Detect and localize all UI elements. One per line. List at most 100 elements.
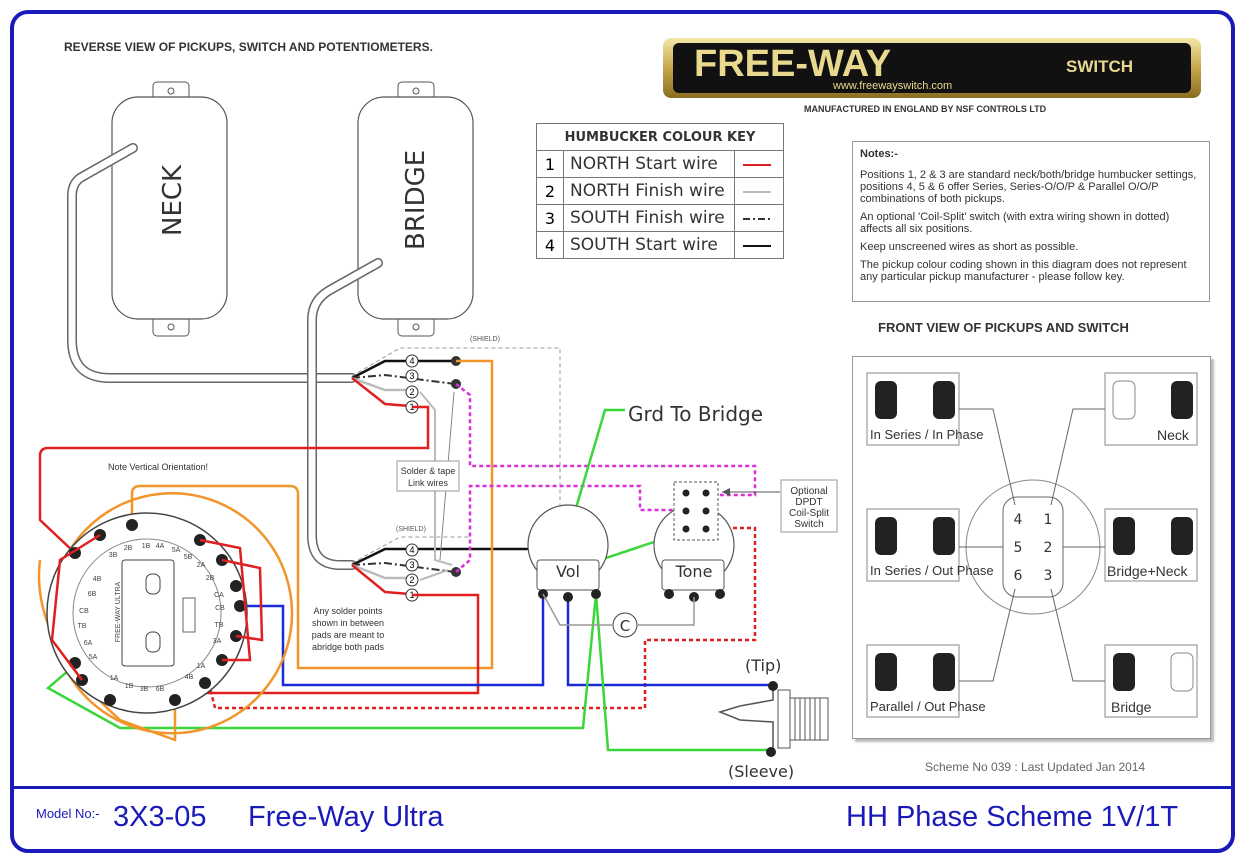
pad-label: TB: [78, 623, 87, 630]
position-label: 4: [1014, 512, 1023, 528]
pad-label: 2A: [197, 562, 206, 569]
optional-label: DPDT: [795, 497, 822, 508]
logo-switch: SWITCH: [1066, 57, 1133, 76]
position-label: 3: [1044, 568, 1053, 584]
solder-note: pads are meant to: [312, 630, 385, 640]
sleeve-label: (Sleeve): [728, 762, 794, 781]
pad-label: 5B: [184, 554, 193, 561]
reverse-view-title: REVERSE VIEW OF PICKUPS, SWITCH AND POTE…: [64, 40, 433, 54]
wire-num: 4: [409, 545, 414, 555]
front-box-label: In Series / Out Phase: [870, 563, 994, 578]
pad-label: 1B: [142, 543, 151, 550]
manufacturer-line: MANUFACTURED IN ENGLAND BY NSF CONTROLS …: [804, 104, 1047, 114]
pad-label: 1A: [197, 663, 206, 670]
key-num: 1: [536, 150, 564, 178]
bridge-label: BRIDGE: [401, 150, 431, 250]
pad-label: 3B: [140, 686, 149, 693]
key-label: SOUTH Finish wire: [563, 204, 735, 232]
colour-key-table: HUMBUCKER COLOUR KEY 1 NORTH Start wire …: [536, 123, 784, 259]
solder-tape-2: Link wires: [408, 478, 449, 488]
freeway-logo: FREE-WAY SWITCH www.freewayswitch.com: [663, 38, 1201, 98]
model-number: 3X3-05: [113, 801, 207, 833]
logo-main: FREE-WAY: [694, 43, 891, 85]
colour-key-title: HUMBUCKER COLOUR KEY: [536, 123, 784, 151]
colour-key-row: 4 SOUTH Start wire: [536, 231, 784, 259]
optional-label: Coil-Split: [789, 508, 829, 519]
pad-label: CB: [79, 608, 89, 615]
front-box-label: Bridge+Neck: [1107, 563, 1188, 579]
key-num: 3: [536, 204, 564, 232]
neck-pickup: NECK: [111, 81, 228, 337]
pad-label: 1B: [125, 683, 134, 690]
colour-key-row: 3 SOUTH Finish wire: [536, 204, 784, 232]
output-jack: (Tip) (Sleeve): [717, 656, 829, 781]
note-item: Keep unscreened wires as short as possib…: [860, 241, 1079, 253]
vol-label: Vol: [556, 562, 580, 581]
solder-note: abridge both pads: [312, 642, 385, 652]
pad-label: 3B: [109, 552, 118, 559]
colour-key-row: 2 NORTH Finish wire: [536, 177, 784, 205]
front-view-title: FRONT VIEW OF PICKUPS AND SWITCH: [878, 320, 1129, 335]
key-label: NORTH Start wire: [563, 150, 735, 178]
solder-note: shown in between: [312, 618, 384, 628]
key-label: NORTH Finish wire: [563, 177, 735, 205]
pad-label: 4B: [185, 674, 194, 681]
neck-label: NECK: [158, 164, 188, 236]
notes-box: Notes:- Positions 1, 2 & 3 are standard …: [852, 141, 1210, 302]
tone-label: Tone: [675, 562, 713, 581]
wire-num: 2: [409, 575, 414, 585]
pad-label: TB: [215, 622, 224, 629]
pad-label: 6A: [84, 640, 93, 647]
tip-label: (Tip): [745, 656, 781, 675]
scheme-name: HH Phase Scheme 1V/1T: [846, 801, 1179, 833]
notes-heading: Notes:-: [860, 148, 898, 160]
pad-label: 6B: [156, 686, 165, 693]
pad-label: 6B: [88, 591, 97, 598]
optional-label: Switch: [794, 519, 823, 530]
switch-body-label: FREE-WAY ULTRA: [115, 581, 122, 642]
pad-label: 4B: [93, 576, 102, 583]
page-frame: [10, 10, 1235, 853]
colour-key-row: 1 NORTH Start wire: [536, 150, 784, 178]
logo-url: www.freewayswitch.com: [832, 80, 952, 92]
pad-label: 5A: [172, 547, 181, 554]
grd-to-bridge: Grd To Bridge: [628, 402, 763, 426]
front-box-label: Parallel / Out Phase: [870, 699, 986, 714]
pad-label: 4A: [156, 543, 165, 550]
pad-label: CB: [215, 605, 225, 612]
note-item: The pickup colour coding shown in this d…: [860, 259, 1187, 283]
pad-label: 5A: [89, 654, 98, 661]
shield-label-2: (SHIELD): [396, 526, 426, 533]
front-box-label: Neck: [1157, 427, 1189, 443]
bridge-pickup: BRIDGE: [357, 81, 474, 337]
pad-label: CA: [214, 592, 224, 599]
front-view-panel: 4 1 5 2 6 3 In Series / In Phase Neck In…: [852, 356, 1211, 739]
scheme-info: Scheme No 039 : Last Updated Jan 2014: [925, 760, 1146, 774]
key-num: 4: [536, 231, 564, 259]
wire-num: 2: [409, 387, 414, 397]
position-label: 6: [1014, 568, 1023, 584]
shield-label: (SHIELD): [470, 336, 500, 343]
solder-note: Any solder points: [313, 606, 383, 616]
wire-num: 4: [409, 356, 414, 366]
optional-label: Optional: [790, 486, 827, 497]
solder-tape-1: Solder & tape: [401, 466, 456, 476]
model-label: Model No:-: [36, 806, 100, 821]
key-label: SOUTH Start wire: [563, 231, 735, 259]
vertical-note: Note Vertical Orientation!: [108, 462, 208, 472]
wire-num: 3: [409, 371, 414, 381]
front-box-label: In Series / In Phase: [870, 427, 984, 442]
pad-label: 3A: [213, 638, 222, 645]
note-item: Positions 1, 2 & 3 are standard neck/bot…: [860, 169, 1197, 205]
wire-num: 3: [409, 560, 414, 570]
front-view-diagram: 4 1 5 2 6 3: [866, 372, 1198, 718]
position-label: 2: [1044, 540, 1053, 556]
key-num: 2: [536, 177, 564, 205]
freeway-ultra-switch: FREE-WAY ULTRA: [37, 492, 294, 742]
pad-label: 1A: [110, 675, 119, 682]
position-label: 5: [1014, 540, 1023, 556]
front-box-label: Bridge: [1111, 699, 1152, 715]
product-name: Free-Way Ultra: [248, 801, 444, 833]
capacitor-label: C: [620, 617, 630, 635]
